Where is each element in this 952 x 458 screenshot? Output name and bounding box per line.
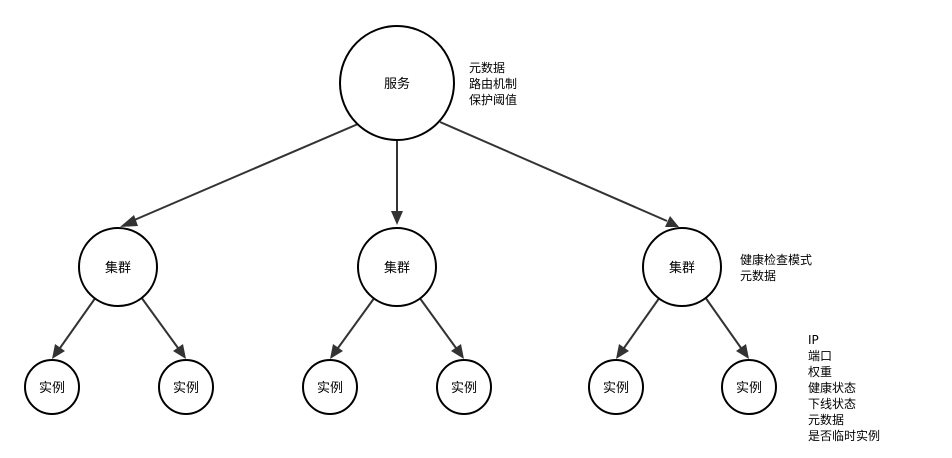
instance-node-1-1[interactable]: 实例 — [24, 359, 80, 415]
note-line: 保护阈值 — [469, 93, 518, 107]
instance-node-3-2[interactable]: 实例 — [721, 359, 777, 415]
edge-service-cluster-3 — [439, 121, 668, 222]
edge-cluster-1-instance-1 — [59, 296, 97, 349]
arrowhead — [330, 344, 343, 359]
instance-label: 实例 — [39, 381, 65, 396]
instance-node-2-1[interactable]: 实例 — [302, 359, 358, 415]
instance-label: 实例 — [317, 381, 343, 396]
instance-label: 实例 — [451, 381, 477, 396]
instance-node-1-2[interactable]: 实例 — [158, 359, 214, 415]
instance-notes: IP 端口 权重 健康状态 下线状态 元数据 是否临时实例 — [808, 332, 880, 444]
note-line: 健康检查模式 — [740, 253, 813, 267]
service-node[interactable]: 服务 — [339, 25, 455, 141]
arrowhead — [391, 211, 403, 225]
arrowhead — [665, 216, 679, 227]
cluster-notes: 健康检查模式 元数据 — [740, 252, 812, 284]
cluster-node-3[interactable]: 集群 — [642, 227, 722, 307]
instance-label: 实例 — [173, 381, 199, 396]
cluster-label: 集群 — [384, 260, 410, 276]
arrowhead — [52, 344, 65, 359]
instance-node-3-1[interactable]: 实例 — [588, 359, 644, 415]
edge-service-cluster-1 — [131, 123, 359, 222]
service-notes: 元数据 路由机制 保护阈值 — [469, 60, 517, 108]
edge-cluster-3-instance-1 — [623, 296, 661, 349]
instance-node-2-2[interactable]: 实例 — [436, 359, 492, 415]
note-line: 元数据 — [469, 61, 506, 75]
cluster-label: 集群 — [669, 260, 695, 276]
edge-cluster-2-instance-1 — [337, 296, 376, 349]
note-line: 权重 — [808, 365, 833, 379]
arrowhead — [736, 344, 749, 359]
note-line: IP — [808, 333, 819, 347]
arrowhead — [451, 344, 464, 359]
note-line: 是否临时实例 — [808, 429, 881, 443]
note-line: 元数据 — [808, 413, 845, 427]
note-line: 路由机制 — [469, 77, 518, 91]
cluster-node-2[interactable]: 集群 — [357, 227, 437, 307]
note-line: 端口 — [808, 349, 833, 363]
arrowhead — [616, 344, 629, 359]
instance-label: 实例 — [736, 381, 762, 396]
edge-cluster-2-instance-2 — [418, 296, 457, 349]
service-label: 服务 — [384, 76, 410, 92]
note-line: 元数据 — [740, 269, 777, 283]
edge-cluster-1-instance-2 — [140, 296, 179, 349]
instance-label: 实例 — [603, 381, 629, 396]
arrowhead — [173, 344, 186, 359]
edge-cluster-3-instance-2 — [704, 296, 742, 349]
note-line: 健康状态 — [808, 381, 857, 395]
cluster-label: 集群 — [105, 260, 131, 276]
cluster-node-1[interactable]: 集群 — [78, 227, 158, 307]
arrowhead — [120, 215, 138, 227]
note-line: 下线状态 — [808, 397, 857, 411]
